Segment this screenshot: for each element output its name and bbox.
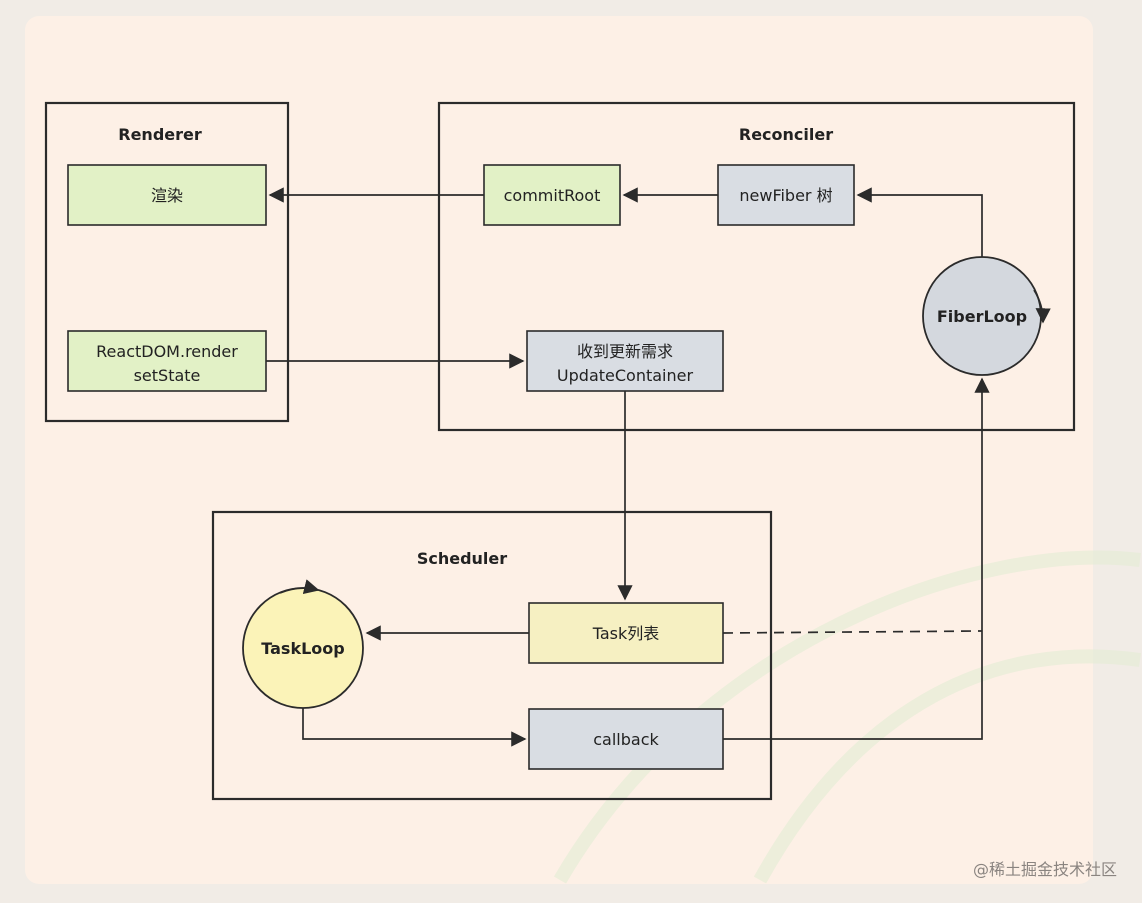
fiber-loop-label: FiberLoop [937, 307, 1027, 326]
react-dom-render-label: ReactDOM.render [96, 342, 238, 361]
new-fiber-label: newFiber 树 [739, 186, 832, 205]
fiber-loop-cycle-arrow [1033, 289, 1051, 324]
update-request-label: 收到更新需求 [577, 342, 673, 361]
loop-to-fiber-arrow [856, 187, 983, 257]
callback-box [528, 708, 724, 770]
set-state-label: setState [134, 366, 201, 385]
scheduler-title: Scheduler [417, 549, 507, 568]
reconciler-title: Reconciler [739, 125, 833, 144]
callback-label: callback [593, 730, 659, 749]
callback-to-fiber-loop-arrow [723, 377, 990, 740]
watermark: @稀土掘金技术社区 [973, 860, 1117, 879]
update-container-label: UpdateContainer [557, 366, 694, 385]
commit-root-label: commitRoot [504, 186, 601, 205]
render-box [67, 164, 267, 226]
task-loop-cycle-arrow [279, 579, 320, 595]
renderer-frame [44, 101, 290, 423]
react-dom-render-box [67, 330, 267, 392]
commit-root-box [483, 164, 621, 226]
scheduler-frame [211, 510, 773, 801]
new-fiber-box [717, 164, 855, 226]
render-box-label: 渲染 [151, 186, 183, 205]
task-loop-label: TaskLoop [261, 639, 344, 658]
loop-to-callback-arrow [302, 708, 527, 747]
background-decoration [553, 550, 1141, 884]
task-list-label: Task列表 [592, 624, 660, 643]
task-list-dashed-link [722, 630, 983, 634]
renderer-title: Renderer [118, 125, 202, 144]
reconciler-frame [437, 101, 1076, 432]
